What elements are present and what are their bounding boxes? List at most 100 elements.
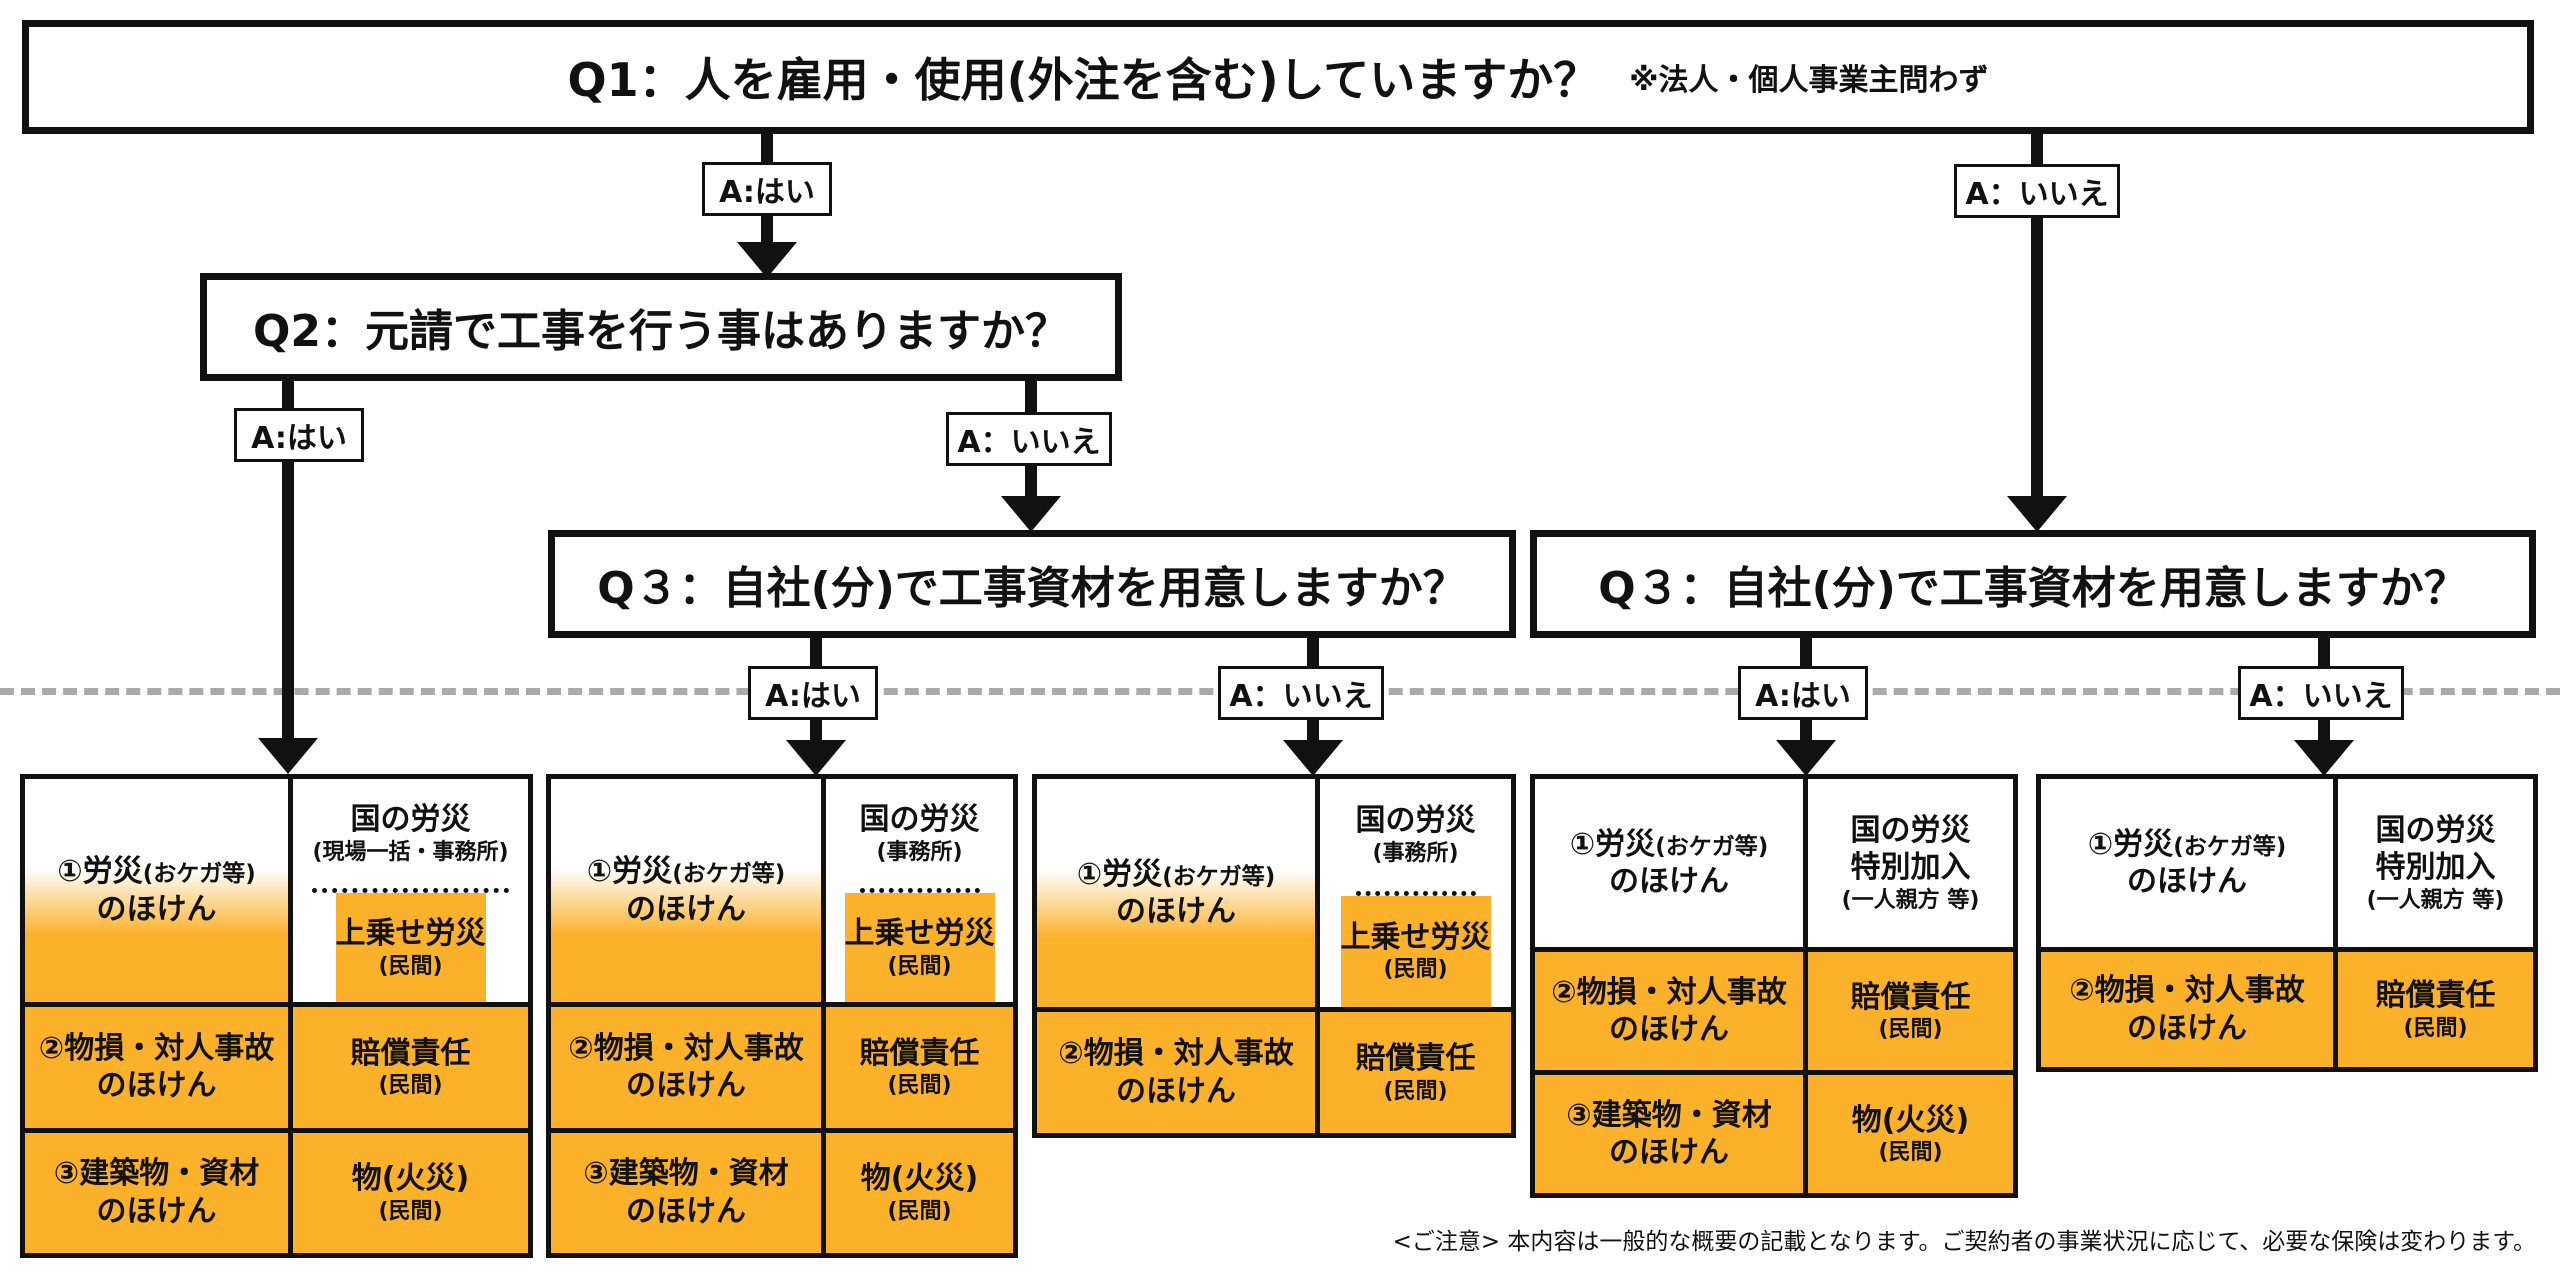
- result-grid-5: ①労災(おケガ等) のほけん 国の労災 特別加入 (一人親方 等) ②物損・対人…: [2036, 774, 2538, 1072]
- baisho-label: 賠償責任: [1850, 979, 1971, 1015]
- minkan-label: (民間): [1383, 957, 1448, 983]
- kuni-rousai-label: 国の労災: [1850, 812, 1971, 848]
- nohoken-label: のほけん: [1116, 894, 1236, 929]
- answer-q3b-yes: A:はい: [1738, 666, 1868, 720]
- cell-baisho: 賠償責任 (民間): [826, 1007, 1013, 1128]
- arrow-q2-no: [1001, 496, 1061, 532]
- q3-text-right: Q３：自社(分)で工事資材を用意しますか？: [1598, 563, 2468, 614]
- kenchiku-label: ③建築物・資材: [53, 1156, 260, 1192]
- hitori-oyakata-label: (一人親方 等): [1841, 887, 1980, 913]
- cell-kenchiku: ③建築物・資材 のほけん: [551, 1132, 821, 1253]
- nohoken-label: のほけん: [1609, 864, 1729, 899]
- tokubetsu-label: 特別加入: [2375, 850, 2496, 886]
- answer-q1-no: A：いいえ: [1954, 164, 2120, 218]
- arrow-q3a-no: [1283, 740, 1343, 776]
- rousai-label: ①労災: [586, 854, 673, 889]
- cell-bussonn: ②物損・対人事故 のほけん: [1037, 1012, 1315, 1133]
- cell-kenchiku: ③建築物・資材 のほけん: [25, 1132, 288, 1253]
- bussonn-label: ②物損・対人事故: [2069, 973, 2305, 1008]
- uwanose-label: 上乗せ労災: [335, 916, 486, 951]
- cell-kuni-tokubetsu: 国の労災 特別加入 (一人親方 等): [1808, 779, 2013, 947]
- cell-baisho: 賠償責任 (民間): [1808, 952, 2013, 1070]
- rousai-label: ①労災: [1569, 826, 1656, 862]
- cell-kasai: 物(火災) (民間): [293, 1132, 528, 1253]
- q3-box-left: Q３：自社(分)で工事資材を用意しますか？: [548, 530, 1516, 638]
- uwanose-label: 上乗せ労災: [1340, 919, 1491, 955]
- uwanose-label: 上乗せ労災: [844, 916, 995, 951]
- arrow-q3b-no: [2294, 740, 2354, 776]
- cell-kuni-uwanose: 国の労災 (事務所) 上乗せ労災 (民間): [1320, 779, 1511, 1007]
- cell-kuni-uwanose: 国の労災 (事務所) 上乗せ労災 (民間): [826, 779, 1013, 1002]
- q3-text-left: Q３：自社(分)で工事資材を用意しますか？: [597, 563, 1467, 614]
- nohoken-label: のほけん: [96, 1193, 217, 1229]
- q2-box: Q2：元請で工事を行う事はありますか？: [200, 273, 1122, 381]
- result-grid-4: ①労災(おケガ等) のほけん 国の労災 特別加入 (一人親方 等) ②物損・対人…: [1530, 774, 2018, 1198]
- q3-box-right: Q３：自社(分)で工事資材を用意しますか？: [1530, 530, 2536, 638]
- cell-baisho: 賠償責任 (民間): [2338, 952, 2533, 1067]
- cell-rousai: ①労災(おケガ等) のほけん: [25, 779, 288, 1002]
- minkan-label: (民間): [1878, 1017, 1943, 1042]
- cell-rousai: ①労災(おケガ等) のほけん: [551, 779, 821, 1002]
- nohoken-label: のほけん: [1609, 1135, 1729, 1170]
- nohoken-label: のほけん: [2127, 1010, 2247, 1046]
- arrow-q3b-yes: [1776, 740, 1836, 776]
- connector-q2-yes: [282, 381, 294, 741]
- baisho-label: 賠償責任: [350, 1035, 471, 1071]
- kasai-label: 物(火災): [860, 1161, 979, 1197]
- minkan-label: (民間): [887, 1073, 952, 1099]
- cell-rousai: ①労災(おケガ等) のほけん: [1535, 779, 1803, 947]
- nohoken-label: のほけん: [626, 891, 746, 927]
- bussonn-label: ②物損・対人事故: [1058, 1036, 1294, 1071]
- answer-q1-yes: A:はい: [702, 162, 832, 216]
- cell-kuni-tokubetsu: 国の労災 特別加入 (一人親方 等): [2338, 779, 2533, 947]
- minkan-label: (民間): [1383, 1078, 1448, 1104]
- kasai-label: 物(火災): [351, 1161, 470, 1197]
- answer-q2-yes: A:はい: [234, 408, 364, 462]
- nohoken-label: のほけん: [96, 1068, 217, 1104]
- kenchiku-label: ③建築物・資材: [1566, 1097, 1772, 1133]
- cell-bussonn: ②物損・対人事故 のほけん: [25, 1007, 288, 1128]
- cell-kenchiku: ③建築物・資材 のほけん: [1535, 1075, 1803, 1193]
- bussonn-label: ②物損・対人事故: [1551, 974, 1787, 1010]
- cell-kuni-uwanose: 国の労災 (現場一括・事務所) 上乗せ労災 (民間): [293, 779, 528, 1002]
- cell-kasai: 物(火災) (民間): [826, 1132, 1013, 1253]
- result-grid-3: ①労災(おケガ等) のほけん 国の労災 (事務所) 上乗せ労災 (民間) ②物損…: [1032, 774, 1516, 1138]
- rousai-paren: (おケガ等): [142, 861, 256, 887]
- cell-bussonn: ②物損・対人事故 のほけん: [2041, 952, 2333, 1067]
- kuni-rousai-label: 国の労災: [2375, 812, 2496, 848]
- minkan-label: (民間): [887, 1198, 952, 1224]
- cell-kasai: 物(火災) (民間): [1808, 1075, 2013, 1193]
- kasai-label: 物(火災): [1851, 1102, 1970, 1138]
- rousai-paren: (おケガ等): [672, 861, 786, 887]
- rousai-label: ①労災: [2087, 826, 2174, 862]
- bussonn-label: ②物損・対人事故: [38, 1030, 275, 1066]
- minkan-label: (民間): [1878, 1140, 1943, 1165]
- rousai-label: ①労災: [57, 854, 143, 889]
- rousai-paren: (おケガ等): [2173, 833, 2287, 860]
- tokubetsu-label: 特別加入: [1850, 850, 1971, 886]
- genba-jimusho-label: (現場一括・事務所): [312, 839, 509, 865]
- nohoken-label: のほけん: [96, 891, 217, 927]
- cell-rousai: ①労災(おケガ等) のほけん: [2041, 779, 2333, 947]
- footnote: <ご注意> 本内容は一般的な概要の記載となります。ご契約者の事業状況に応じて、必…: [1392, 1229, 2536, 1255]
- kuni-rousai-label: 国の労災: [1355, 803, 1476, 839]
- q1-box: Q1：人を雇用・使用(外注を含む)していますか？ ※法人・個人事業主問わず: [22, 20, 2534, 134]
- cell-bussonn: ②物損・対人事故 のほけん: [551, 1007, 821, 1128]
- jimusho-label: (事務所): [876, 839, 963, 865]
- baisho-label: 賠償責任: [1355, 1041, 1476, 1076]
- kuni-rousai-label: 国の労災: [859, 802, 980, 837]
- answer-q3a-no: A：いいえ: [1218, 666, 1384, 720]
- baisho-label: 賠償責任: [859, 1035, 980, 1071]
- rousai-label: ①労災: [1076, 856, 1163, 892]
- q1-note: ※法人・個人事業主問わず: [1629, 63, 1989, 98]
- bussonn-label: ②物損・対人事故: [568, 1030, 804, 1066]
- result-grid-1: ①労災(おケガ等) のほけん 国の労災 (現場一括・事務所) 上乗せ労災 (民間…: [20, 774, 533, 1258]
- cell-bussonn: ②物損・対人事故 のほけん: [1535, 952, 1803, 1070]
- minkan-label: (民間): [378, 1198, 443, 1224]
- result-grid-2: ①労災(おケガ等) のほけん 国の労災 (事務所) 上乗せ労災 (民間) ②物損…: [546, 774, 1018, 1258]
- minkan-label: (民間): [887, 953, 952, 979]
- nohoken-label: のほけん: [626, 1193, 746, 1229]
- arrow-q3a-yes: [786, 740, 846, 776]
- nohoken-label: のほけん: [1116, 1073, 1236, 1109]
- answer-q3a-yes: A:はい: [748, 666, 878, 720]
